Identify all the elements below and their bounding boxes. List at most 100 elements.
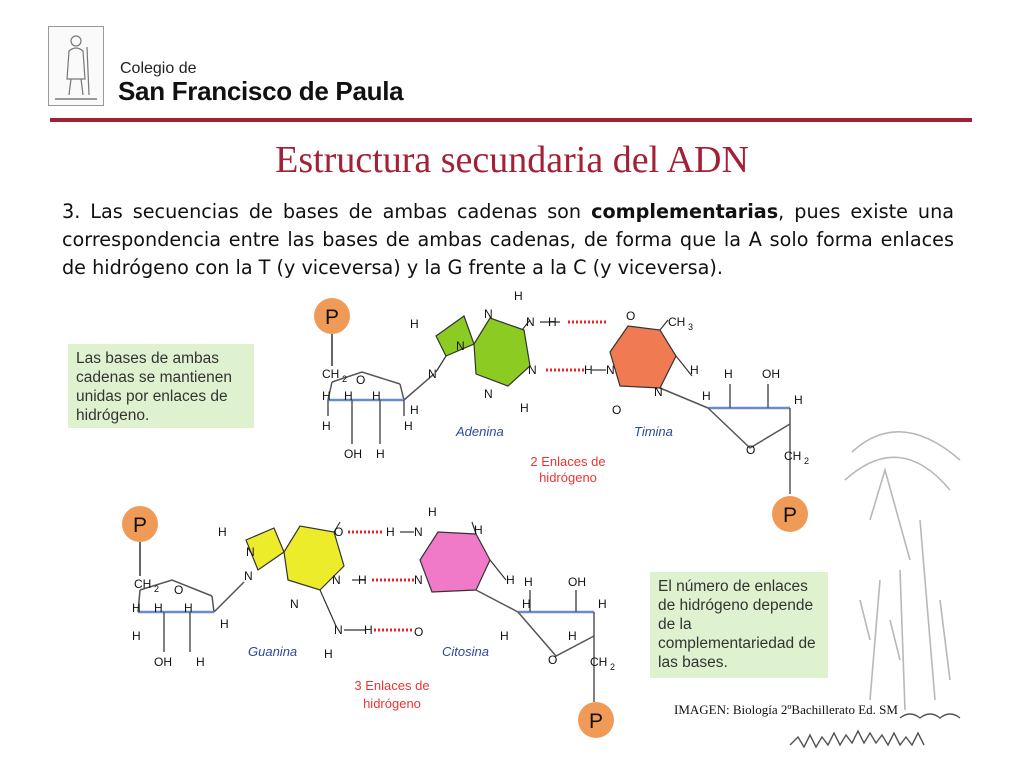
- atom-o: O: [174, 583, 183, 597]
- atom-ch3: CH: [668, 315, 685, 329]
- sugar-ring-thymine: [659, 384, 791, 494]
- atom-sub-2: 2: [804, 456, 809, 466]
- sugar-ring-adenine: [327, 371, 435, 444]
- atom-h: H: [514, 289, 523, 303]
- phosphate-circle: [772, 496, 808, 532]
- sugar-ring-guanine: [137, 579, 245, 652]
- atom-h: H: [598, 597, 607, 611]
- atom-n: N: [606, 363, 615, 377]
- atom-h: H: [386, 525, 395, 539]
- phosphate-label: P: [133, 514, 147, 537]
- atom-ch2: CH: [784, 449, 801, 463]
- bond-line: [489, 559, 507, 581]
- atom-o: O: [548, 653, 557, 667]
- bond-line: [319, 589, 337, 627]
- atom-h: H: [690, 363, 699, 377]
- atom-n: N: [484, 387, 493, 401]
- atom-h: H: [584, 363, 593, 377]
- atom-h: H: [568, 629, 577, 643]
- bond-line: [435, 355, 447, 373]
- paragraph-text-2: , pues existe una correspondencia entre …: [62, 200, 954, 279]
- atom-ch2: CH: [322, 367, 339, 381]
- atom-n: N: [456, 339, 465, 353]
- atom-h: H: [220, 617, 229, 631]
- logo-subtitle: Colegio de: [120, 60, 197, 77]
- cytosine-ring: [419, 531, 491, 593]
- atom-h: H: [344, 389, 353, 403]
- atom-sub-2: 2: [610, 662, 615, 672]
- hydrogen-bonds-at: [546, 320, 606, 372]
- atom-o: O: [626, 309, 635, 323]
- label-guanina: Guanina: [248, 644, 297, 659]
- atom-o: O: [612, 403, 621, 417]
- atom-n: N: [332, 573, 341, 587]
- header-rule: [50, 118, 972, 122]
- atom-labels-top: H N H H N N N N H N O H N N O H CH 2 O H…: [322, 289, 809, 466]
- atom-o: O: [356, 373, 365, 387]
- atom-h: H: [428, 505, 437, 519]
- paragraph-bold-term: complementarias: [591, 200, 779, 223]
- bond-line: [675, 355, 693, 377]
- bond-line: [659, 319, 669, 331]
- phosphate-circle: [314, 298, 350, 334]
- phosphate-label: P: [589, 710, 603, 733]
- hydrogen-bonds-gc: [348, 530, 414, 632]
- atom-h: H: [364, 623, 373, 637]
- atom-h: H: [196, 655, 205, 669]
- atom-n: N: [484, 307, 493, 321]
- atom-h: H: [376, 447, 385, 461]
- atom-h: H: [372, 389, 381, 403]
- label-citosina: Citosina: [442, 644, 489, 659]
- image-credit: IMAGEN: Biología 2ºBachillerato Ed. SM: [674, 702, 898, 717]
- atom-o: O: [746, 443, 755, 457]
- at-bonds-label-2: hidrógeno: [539, 470, 597, 485]
- label-timina: Timina: [634, 424, 673, 439]
- adenine-five-ring: [435, 315, 475, 357]
- atom-h: H: [522, 597, 531, 611]
- atom-o: O: [414, 625, 423, 639]
- atom-h: H: [520, 401, 529, 415]
- adenine-six-ring: [473, 317, 531, 387]
- atom-n: N: [290, 597, 299, 611]
- bond-line: [471, 521, 477, 535]
- atom-ch2: CH: [590, 655, 607, 669]
- at-bonds-label-1: 2 Enlaces de: [530, 454, 605, 469]
- bond-line: [521, 319, 531, 331]
- atom-n: N: [244, 569, 253, 583]
- atom-h: H: [548, 315, 557, 329]
- atom-h: H: [500, 629, 509, 643]
- logo-name: San Francisco de Paula: [118, 76, 404, 106]
- atom-h: H: [404, 419, 413, 433]
- guanine-six-ring: [283, 525, 345, 591]
- atom-n: N: [414, 525, 423, 539]
- atom-oh: OH: [762, 367, 780, 381]
- school-logo: [48, 26, 104, 106]
- label-adenina: Adenina: [455, 424, 504, 439]
- atom-h: H: [154, 601, 163, 615]
- atom-sub-2: 2: [342, 374, 347, 384]
- atom-h: H: [474, 523, 483, 537]
- atom-h: H: [524, 575, 533, 589]
- atom-h: H: [702, 389, 711, 403]
- phosphate-label: P: [325, 306, 339, 329]
- atom-h: H: [410, 317, 419, 331]
- atom-h: H: [132, 629, 141, 643]
- atom-sub-2: 2: [154, 584, 159, 594]
- atom-h: H: [218, 525, 227, 539]
- atom-n: N: [526, 315, 535, 329]
- atom-n: N: [428, 367, 437, 381]
- atom-n: N: [414, 573, 423, 587]
- thymine-ring: [609, 325, 677, 389]
- note-complementarity: El número de enlaces de hidrógeno depend…: [650, 572, 828, 678]
- atom-oh: OH: [154, 655, 172, 669]
- gc-bonds-label-2: hidrógeno: [363, 696, 421, 711]
- atom-h: H: [724, 367, 733, 381]
- atom-n: N: [334, 623, 343, 637]
- atom-labels-bottom: H N N N O N H N H H H N H H N O H CH 2 O…: [132, 505, 615, 672]
- body-paragraph: 3. Las secuencias de bases de ambas cade…: [62, 198, 954, 282]
- atom-h: H: [184, 601, 193, 615]
- phosphate-label: P: [783, 504, 797, 527]
- saint-figure-icon: [55, 35, 97, 100]
- slide-title: Estructura secundaria del ADN: [275, 139, 749, 181]
